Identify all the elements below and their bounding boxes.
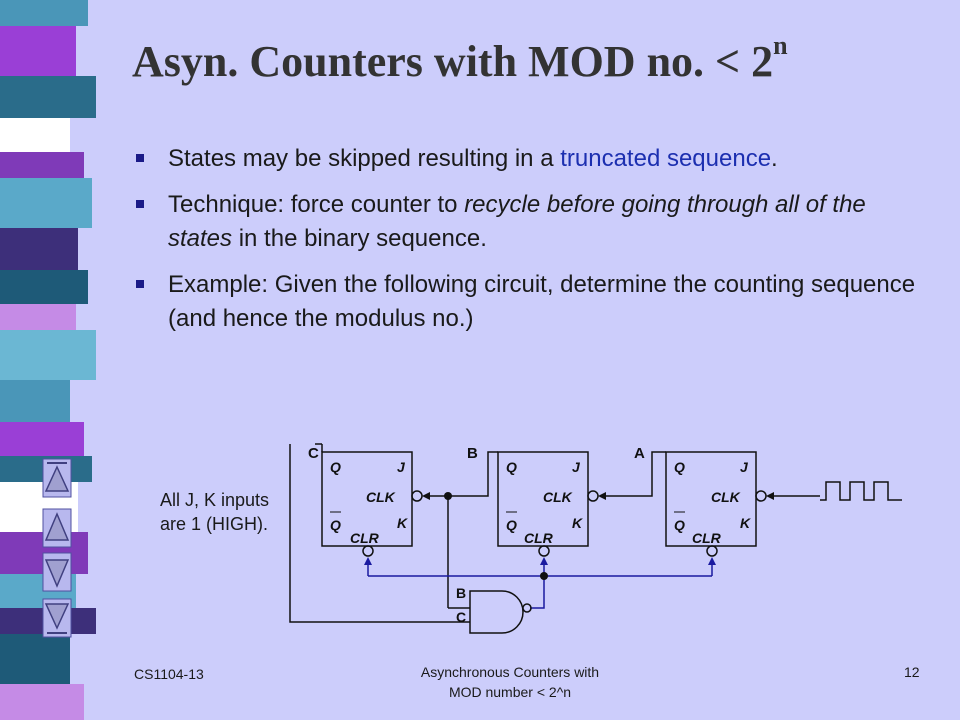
bullet-list: States may be skipped resulting in a tru… [132, 142, 932, 348]
ffb-j-label: J [572, 459, 581, 475]
jk-note: All J, K inputs are 1 (HIGH). [160, 490, 270, 534]
ffa-q-label: Q [674, 459, 685, 475]
slide-title: Asyn. Counters with MOD no. < 2n [132, 31, 788, 87]
clk-bubble-c [411, 490, 423, 502]
bullet-item: States may be skipped resulting in a tru… [132, 142, 932, 176]
nand-input-b-label: B [456, 585, 466, 601]
clk-bubble-b [587, 490, 599, 502]
output-label-a: A [634, 445, 645, 462]
nand-gate [469, 590, 524, 634]
ffc-j-label: J [397, 459, 406, 475]
ffb-clk-label: CLK [543, 489, 573, 505]
ffb-qbar-label: Q [506, 517, 517, 533]
clr-bubble-a [706, 545, 718, 557]
prev-icon [42, 508, 72, 548]
bullet-marker [136, 280, 144, 288]
bullet-marker [136, 154, 144, 162]
title-text: Asyn. Counters with MOD no. < 2 [132, 37, 774, 86]
clk-bubble-a [755, 490, 767, 502]
footer-center-line1: Asynchronous Counters with [420, 664, 600, 680]
ffa-qbar-label: Q [674, 517, 685, 533]
clr-bubble-b [538, 545, 550, 557]
ffc-k-label: K [397, 515, 408, 531]
bullet-text: Technique: force counter to [168, 191, 465, 218]
ffa-clr-label: CLR [692, 530, 722, 546]
bullet-text: Example: Given the following circuit, de… [168, 271, 916, 332]
footer-center-line2: MOD number < 2^n [448, 684, 572, 700]
output-label-b: B [467, 445, 478, 462]
ffa-clk-label: CLK [711, 489, 741, 505]
output-label-c: C [308, 445, 319, 462]
bullet-marker [136, 200, 144, 208]
page-number: 12 [904, 664, 920, 680]
first-icon [42, 458, 72, 498]
ffb-k-label: K [572, 515, 583, 531]
flipflop-b-labels: Q J CLK Q K CLR [506, 459, 583, 546]
footer-center: Asynchronous Counters with MOD number < … [380, 662, 640, 702]
clr-bubble-c [362, 545, 374, 557]
next-icon [42, 552, 72, 592]
counter-circuit-diagram: Q J CLK Q K CLR Q J CLK Q K CLR Q J CLK … [289, 443, 902, 634]
bullet-text: in the binary sequence. [232, 225, 487, 252]
clock-waveform [820, 481, 902, 501]
ffa-k-label: K [740, 515, 751, 531]
nand-input-c-label: C [456, 609, 466, 625]
ffb-clr-label: CLR [524, 530, 554, 546]
title-exponent: n [773, 31, 788, 61]
ffc-q-label: Q [330, 459, 341, 475]
flipflop-c-labels: Q J CLK Q K CLR [330, 459, 408, 546]
nand-output-bubble [522, 603, 532, 613]
nav-last-button[interactable] [42, 598, 72, 638]
bullet-text: States may be skipped resulting in a [168, 145, 561, 172]
bullet-item: Example: Given the following circuit, de… [132, 268, 932, 336]
nav-first-button[interactable] [42, 458, 72, 498]
ffc-clr-label: CLR [350, 530, 380, 546]
nav-prev-button[interactable] [42, 508, 72, 548]
bullet-text: . [771, 145, 778, 172]
nav-next-button[interactable] [42, 552, 72, 592]
flipflop-a-labels: Q J CLK Q K CLR [674, 459, 751, 546]
ffc-clk-label: CLK [366, 489, 396, 505]
ffb-q-label: Q [506, 459, 517, 475]
bullet-item: Technique: force counter to recycle befo… [132, 188, 932, 256]
last-icon [42, 598, 72, 638]
bullet-text: truncated sequence [560, 145, 772, 172]
bullet-text: recycle before going through all of the … [168, 191, 866, 252]
footer-course-code: CS1104-13 [134, 666, 204, 682]
ffa-j-label: J [740, 459, 749, 475]
ffc-qbar-label: Q [330, 517, 341, 533]
